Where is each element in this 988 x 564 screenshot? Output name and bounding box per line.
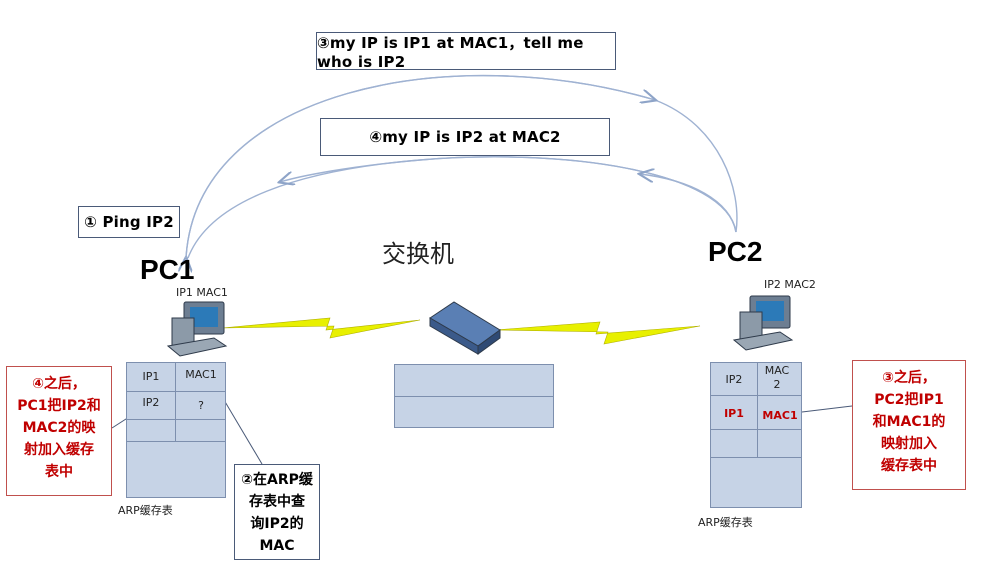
pc1-arp-ip-1: IP1 [142, 370, 160, 383]
note-line: 表中 [45, 464, 73, 480]
message-arp-reply: ④my IP is IP2 at MAC2 [320, 118, 610, 156]
switch-table [394, 364, 554, 428]
pc2-arp-ip-1: IP2 [725, 373, 743, 386]
pc2-arp-mac-2: MAC1 [762, 409, 798, 422]
pc2-title: PC2 [708, 236, 763, 267]
note-line: PC1把IP2和 [17, 398, 101, 414]
pc2-arp-ip-2: IP1 [724, 407, 744, 420]
pc1-arp-mac-2: ? [198, 399, 204, 412]
pc2-label: IP2 MAC2 [764, 278, 816, 291]
note-line: 和MAC1的 [872, 414, 946, 430]
note-line: 射加入缓存 [24, 442, 94, 458]
note-line: MAC2的映 [22, 420, 96, 436]
pc1-title: PC1 [140, 254, 195, 285]
note-line: ②在ARP缓 [241, 472, 313, 488]
link-left [221, 317, 421, 339]
note-line: 存表中查 [249, 494, 305, 510]
note-arp-query: ②在ARP缓 存表中查 询IP2的 MAC [234, 464, 320, 560]
pc1-arp-mac-1: MAC1 [185, 368, 217, 381]
switch-label: 交换机 [382, 240, 454, 268]
pc1-label: IP1 MAC1 [176, 286, 228, 299]
note-line: 询IP2的 [250, 516, 304, 532]
note-line: ③之后， [882, 370, 936, 386]
note-pc1-cache-update: ④之后， PC1把IP2和 MAC2的映 射加入缓存 表中 [6, 366, 112, 496]
note-pc2-cache-update: ③之后， PC2把IP1 和MAC1的 映射加入 缓存表中 [852, 360, 966, 490]
pc1-arp-ip-2: IP2 [142, 396, 160, 409]
pc1-arp-table: IP1 MAC1 IP2 ? [126, 362, 226, 498]
note-line: ④之后， [32, 376, 86, 392]
pc2-arp-mac-1: MAC 2 [764, 364, 790, 391]
pc2-arp-table: IP2 MAC 2 IP1 MAC1 [710, 362, 802, 508]
pc1-arp-caption: ARP缓存表 [118, 504, 173, 517]
message-arp-request: ③my IP is IP1 at MAC1，tell me who is IP2 [316, 32, 616, 71]
note-line: 映射加入 [881, 436, 937, 452]
note-line: 缓存表中 [881, 458, 937, 474]
pc2-arp-caption: ARP缓存表 [698, 516, 753, 529]
note-line: MAC [259, 538, 295, 554]
message-ping: ① Ping IP2 [78, 206, 180, 238]
link-right [494, 321, 701, 345]
note-line: PC2把IP1 [874, 392, 944, 408]
